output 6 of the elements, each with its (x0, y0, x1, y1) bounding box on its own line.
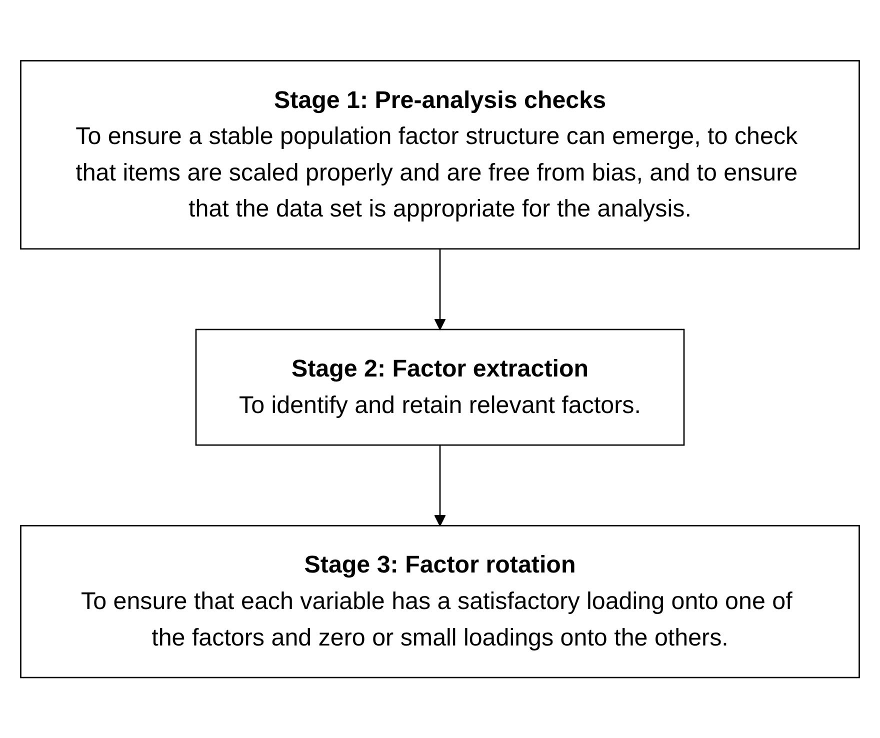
arrow (434, 248, 446, 330)
node-box (20, 60, 860, 250)
node-box (20, 524, 860, 678)
flowchart: Stage 1: Pre-analysis checks To ensure a stable population factor structure can emerge, to check that items are scaled properly and are free from bias, and to ensure that the data set is appropriate for the analysis. Stage 2: Factor extraction To identify and retain relevant factors. Stage 3: Factor rotation To ensure that each variable has a satisfactory loading onto one of the factors and zero or small loadings onto the others. (10, 50, 870, 688)
arrow (434, 444, 446, 526)
node-box (195, 328, 685, 446)
